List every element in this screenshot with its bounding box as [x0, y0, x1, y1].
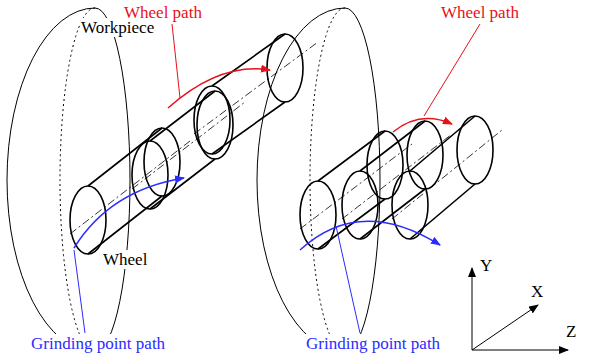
- axis-label: Y: [479, 256, 493, 275]
- face-front: [95, 8, 130, 352]
- face-front: [345, 8, 380, 352]
- part-label: Wheel: [102, 250, 148, 269]
- wheel-path: [393, 119, 452, 132]
- path-label: Grinding point path: [30, 334, 166, 353]
- axis-label: Z: [565, 322, 577, 341]
- wheel-cylinders: [300, 116, 493, 249]
- wheel-path: [168, 69, 270, 108]
- path-label: Grinding point path: [305, 334, 441, 353]
- hemisphere-outline: [257, 8, 345, 352]
- part-label: Workpiece: [80, 18, 155, 37]
- coordinate-axes: [472, 268, 568, 350]
- face-hidden: [310, 8, 345, 352]
- leader-line: [336, 226, 360, 333]
- leader-line: [172, 24, 180, 98]
- grinding-point-path: [74, 178, 184, 248]
- hemisphere-outline: [7, 8, 95, 352]
- leader-line: [424, 24, 480, 116]
- path-label: Wheel path: [440, 3, 520, 22]
- axis-label: X: [530, 282, 544, 301]
- wheel-cylinders: [70, 34, 303, 254]
- grinding-point-path: [300, 221, 440, 250]
- face-hidden: [60, 8, 95, 352]
- leader-line: [74, 250, 85, 333]
